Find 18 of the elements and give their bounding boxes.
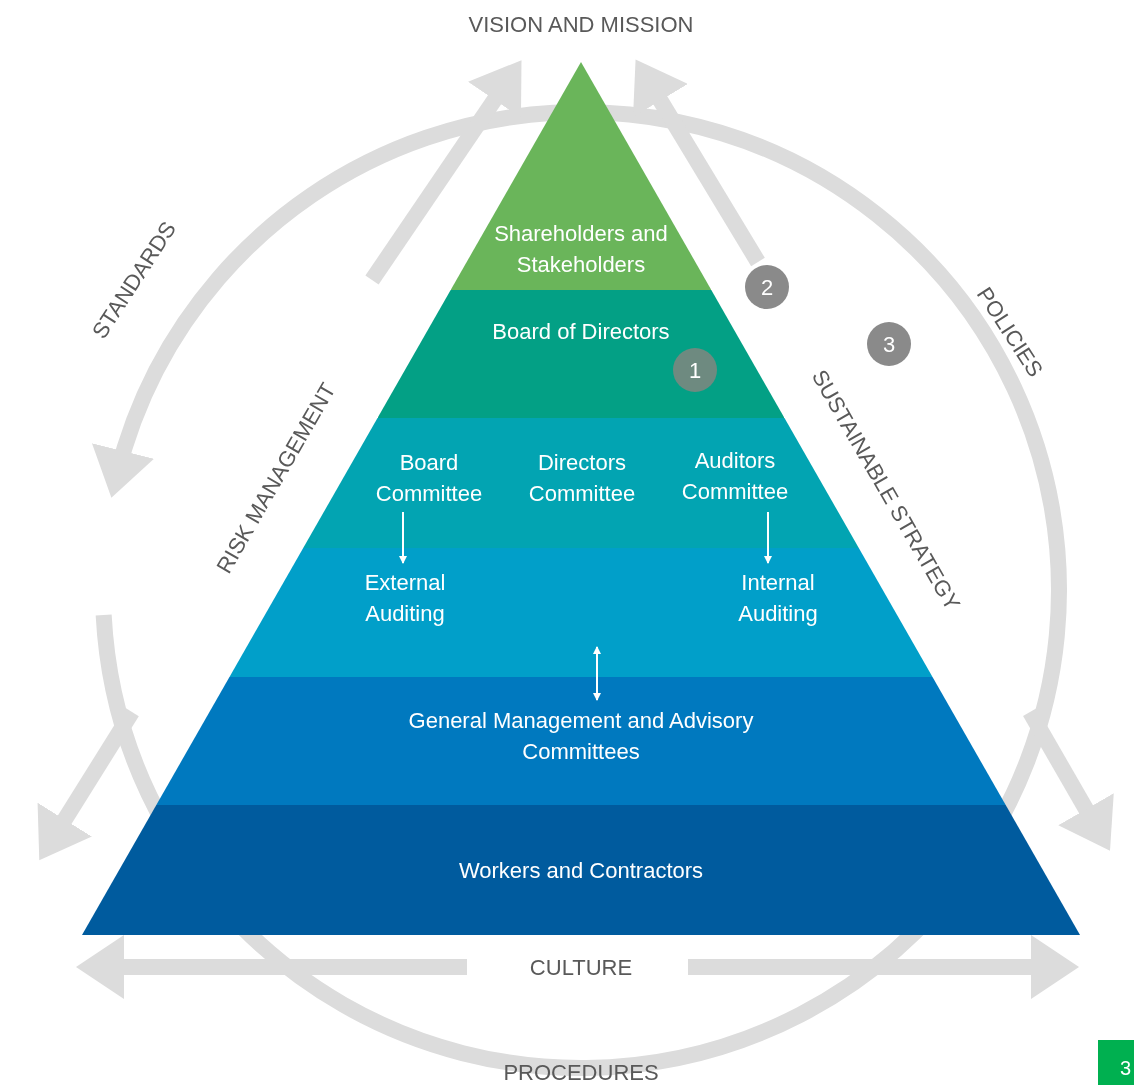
section-label: VISION AND MISSION	[468, 10, 694, 39]
node-label: Workers and Contractors	[457, 857, 705, 885]
callout-number: 3	[867, 322, 911, 366]
node-label: Directors Committee	[527, 449, 637, 508]
node-label: Auditors Committee	[680, 447, 790, 506]
page-number: 3	[1098, 1040, 1134, 1085]
node-label: Board Committee	[374, 449, 484, 508]
callout-number: 2	[745, 265, 789, 309]
arrow	[399, 511, 407, 564]
node-label: General Management and Advisory Committees	[407, 707, 755, 766]
node-label: Shareholders and Stakeholders	[493, 220, 669, 279]
node-label: External Auditing	[363, 569, 447, 628]
section-label: CULTURE	[529, 953, 633, 982]
section-label: PROCEDURES	[503, 1058, 659, 1085]
arrow	[593, 646, 601, 701]
node-label: Internal Auditing	[737, 569, 819, 628]
node-label: Board of Directors	[491, 318, 671, 346]
arrow	[764, 511, 772, 564]
